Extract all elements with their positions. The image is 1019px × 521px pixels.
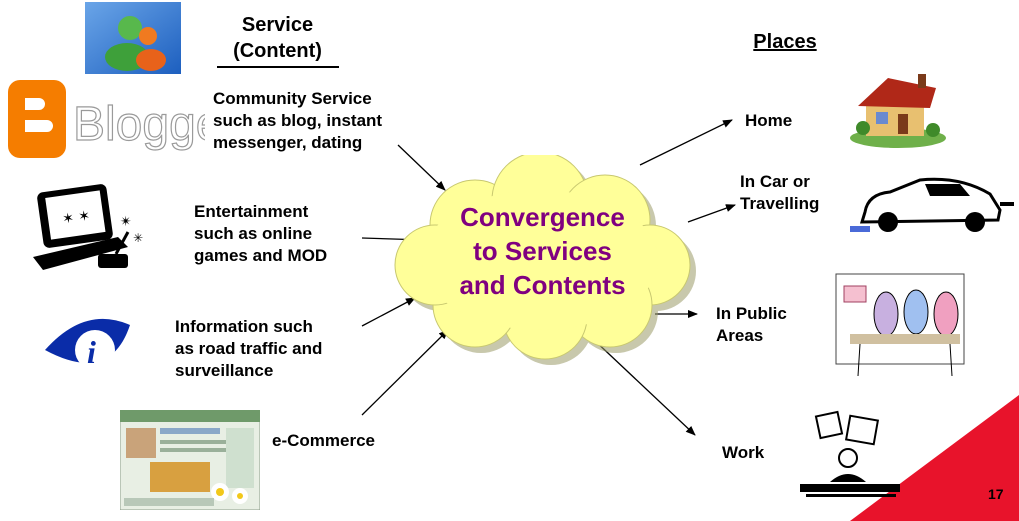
ecommerce-screenshot [120, 410, 260, 510]
messenger-icon [85, 2, 181, 74]
svg-text:✴: ✴ [120, 214, 132, 230]
place-public: In Public Areas [716, 304, 787, 345]
svg-text:✳: ✳ [133, 231, 143, 245]
places-heading: Places [753, 31, 817, 53]
svg-text:Blogger: Blogger [73, 98, 205, 151]
service-information: Information such as road traffic and sur… [175, 317, 323, 380]
cloud-label: Convergence to Services and Contents [459, 202, 626, 300]
car-icon [850, 177, 1014, 232]
svg-text:i: i [87, 334, 96, 370]
place-work: Work [722, 443, 765, 462]
service-ecommerce: e-Commerce [272, 431, 375, 450]
page-number: 17 [988, 486, 1004, 502]
convergence-cloud [394, 155, 696, 365]
house-icon [850, 74, 946, 148]
service-underline [217, 66, 339, 68]
service-entertainment: Entertainment such as online games and M… [194, 202, 328, 265]
place-home: Home [745, 111, 793, 130]
place-car: In Car or Travelling [740, 172, 820, 213]
game-computer-icon: ✶ ✶ ✴ ✳ [33, 184, 143, 270]
service-heading: Service (Content) [233, 14, 322, 62]
worker-icon [800, 410, 900, 497]
svg-text:✶ ✶: ✶ ✶ [61, 208, 91, 228]
shop-display-icon [835, 273, 965, 377]
info-icon: i [45, 318, 130, 370]
blogger-logo: Blogger [8, 80, 205, 158]
service-community: Community Service such as blog, instant … [213, 89, 383, 152]
